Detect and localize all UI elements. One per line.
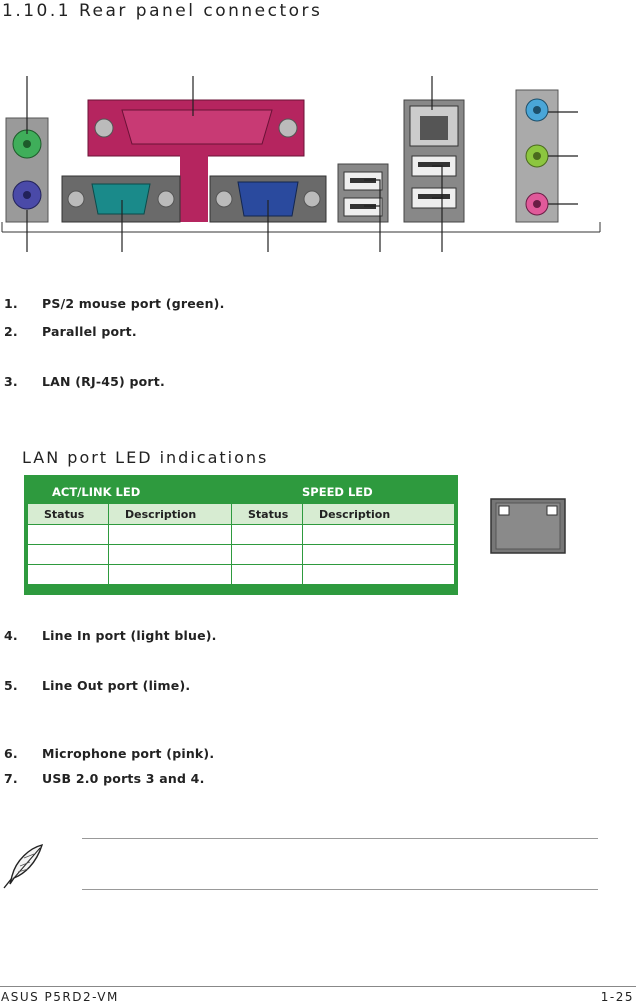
lan-usb-stack xyxy=(403,99,465,223)
note-top-rule xyxy=(82,838,598,839)
speed-header: SPEED LED xyxy=(302,485,373,499)
led-cell xyxy=(231,524,303,545)
led-cell xyxy=(27,544,109,565)
section-heading: 1.10.1 Rear panel connectors xyxy=(2,1,323,21)
footer-product: ASUS P5RD2-VM xyxy=(1,990,119,1004)
act-link-header: ACT/LINK LED xyxy=(52,485,141,499)
item-4: 4.Line In port (light blue). xyxy=(4,628,217,643)
led-cell xyxy=(302,524,455,545)
rear-panel-diagram xyxy=(1,76,601,252)
description-col-header-2: Description xyxy=(302,503,455,525)
led-cell xyxy=(302,564,455,585)
item-3: 3.LAN (RJ-45) port. xyxy=(4,374,165,389)
callout-lines xyxy=(26,76,578,252)
led-grid: Status Description Status Description xyxy=(27,503,455,585)
led-cell xyxy=(108,524,232,545)
lan-port-icon xyxy=(490,498,566,554)
led-cell xyxy=(231,544,303,565)
footer-page-number: 1-25 xyxy=(600,990,634,1004)
led-cell xyxy=(302,544,455,565)
item-6: 6.Microphone port (pink). xyxy=(4,746,215,761)
item-1: 1.PS/2 mouse port (green). xyxy=(4,296,225,311)
serial-port xyxy=(61,175,181,223)
item-2: 2.Parallel port. xyxy=(4,324,137,339)
item-7: 7.USB 2.0 ports 3 and 4. xyxy=(4,771,205,786)
ps2-ports xyxy=(5,117,49,223)
led-cell xyxy=(27,524,109,545)
status-col-header: Status xyxy=(27,503,109,525)
feather-note-icon xyxy=(3,844,44,889)
footer-rule xyxy=(0,986,636,987)
led-cell xyxy=(108,564,232,585)
led-section-title: LAN port LED indications xyxy=(22,448,269,467)
parallel-port xyxy=(87,99,305,222)
item-5: 5.Line Out port (lime). xyxy=(4,678,191,693)
status-col-header-2: Status xyxy=(231,503,303,525)
description-col-header: Description xyxy=(108,503,232,525)
led-cell xyxy=(231,564,303,585)
led-table: ACT/LINK LED SPEED LED Status Descriptio… xyxy=(24,475,458,595)
led-cell xyxy=(108,544,232,565)
led-cell xyxy=(27,564,109,585)
note-bottom-rule xyxy=(82,889,598,890)
